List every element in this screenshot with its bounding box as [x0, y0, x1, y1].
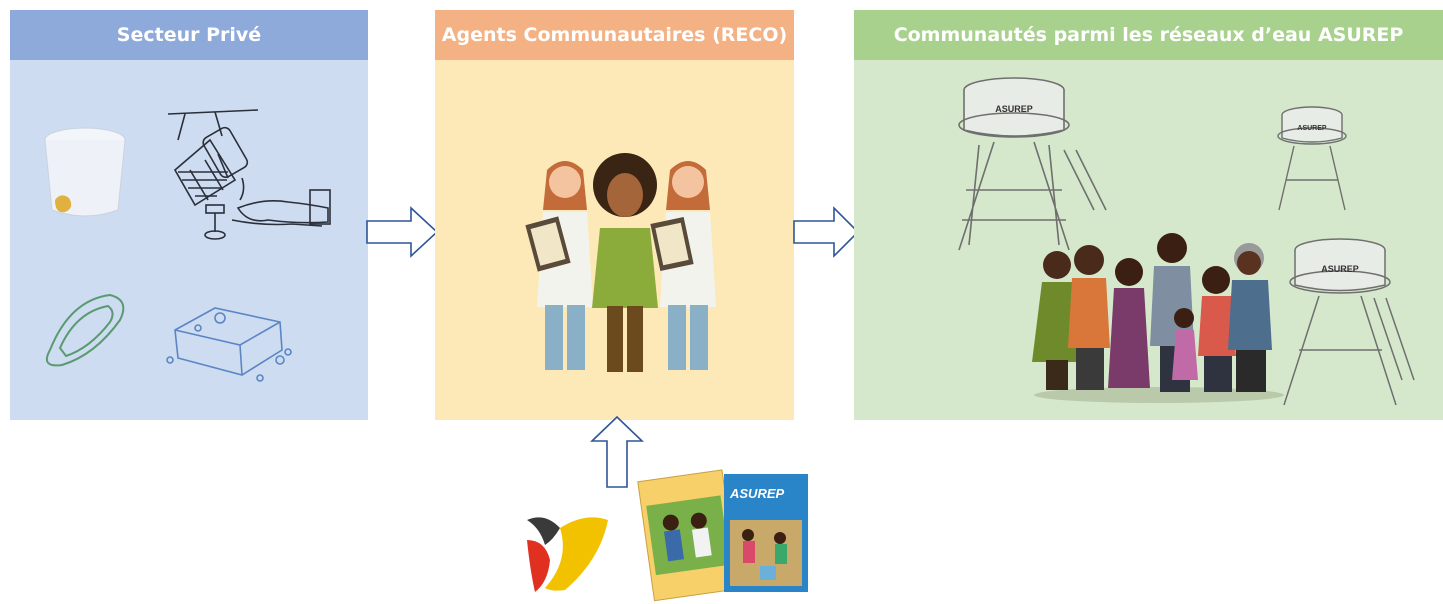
tippy-tap-handwash-icon	[167, 109, 331, 240]
water-tower-icon	[958, 77, 1107, 251]
svg-text:ASUREP: ASUREP	[995, 104, 1033, 114]
water-tower-icon: ASUREP	[1277, 106, 1347, 211]
panel-private-sector-body	[10, 60, 368, 420]
water-tower-label: ASUREP	[995, 104, 1033, 114]
community-woman-icon	[592, 153, 658, 372]
svg-text:ASUREP: ASUREP	[1321, 264, 1359, 274]
panel-private-sector: Secteur Privé	[10, 10, 368, 420]
soap-bar-icon	[166, 307, 292, 382]
panel-private-sector-title: Secteur Privé	[10, 10, 368, 60]
water-tower-icon: ASUREP	[1283, 238, 1415, 406]
panel-communities-title: Communautés parmi les réseaux d’eau ASUR…	[854, 10, 1443, 60]
bucket-icon	[44, 127, 126, 217]
panel-community-agents: Agents Communautaires (RECO)	[435, 10, 794, 420]
panel-communities-body: ASUREP ASUREP ASUREP	[854, 60, 1443, 420]
sanitary-pad-icon	[46, 293, 125, 367]
panel-community-agents-title: Agents Communautaires (RECO)	[435, 10, 794, 60]
panel-communities: Communautés parmi les réseaux d’eau ASUR…	[854, 10, 1443, 420]
family-icon	[1032, 233, 1284, 403]
health-worker-icon	[525, 161, 716, 370]
svg-text:ASUREP: ASUREP	[729, 486, 785, 501]
svg-text:ASUREP: ASUREP	[1297, 125, 1327, 132]
panel-community-agents-body	[435, 60, 794, 420]
